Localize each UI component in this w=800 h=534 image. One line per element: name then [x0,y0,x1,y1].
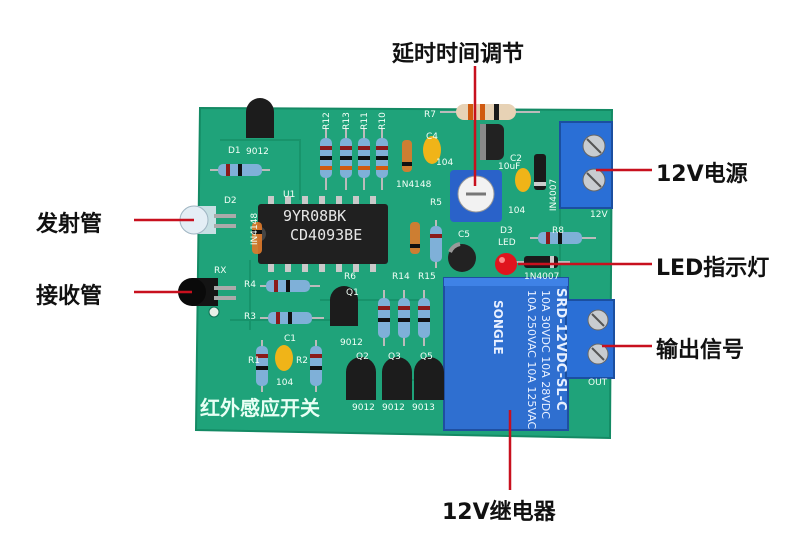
label-r6: R6 [344,272,356,282]
label-9012-c: 9012 [352,403,375,413]
resistor-group [210,128,596,392]
relay-rating-2: 10A 30VDC 10A 28VDC [539,290,552,419]
ic-marking-1: 9YR08BK [283,207,347,225]
cap-electrolytic-top [480,124,504,160]
label-r4: R4 [244,280,256,290]
label-in4007-a: IN4007 [549,178,560,212]
label-10uf: 10uF [498,162,521,172]
led-red [495,253,517,275]
label-r3: R3 [244,312,256,322]
relay-rating-1: 10A 250VAC 10A 125VAC [525,290,538,430]
label-r10: R10 [377,112,388,130]
callout-led-indicator: LED指示灯 [656,256,770,281]
label-9012-b: 9012 [340,338,363,348]
label-104-a: 104 [508,206,526,216]
label-12v: 12V [590,210,608,220]
label-r8: R8 [552,226,564,236]
label-104-c: 104 [276,378,294,388]
label-r13: R13 [341,112,352,130]
label-r12: R12 [321,112,332,130]
diode-in4148 [252,140,420,254]
cap-c1 [275,345,293,371]
label-q1: Q1 [346,288,359,298]
label-c4: C4 [426,132,439,142]
board-title: 红外感应开关 [200,396,320,420]
label-c5: C5 [458,230,471,240]
label-rx: RX [214,266,227,276]
terminal-output [565,299,615,379]
label-q2: Q2 [356,352,369,362]
ic-marking-2: CD4093BE [290,226,363,244]
label-r7: R7 [424,110,436,120]
label-d3: D3 [500,226,513,236]
label-led: LED [498,238,516,248]
relay-model: SRD-12VDC-SL-C [553,288,568,411]
label-out: OUT [588,378,608,388]
callout-power-12v: 12V电源 [656,162,748,187]
cap-electrolytic-c5 [448,242,476,272]
transistors [246,98,444,400]
label-r14: R14 [392,272,410,282]
ic-u1 [258,196,388,272]
leader-lines [134,66,652,490]
label-d1: D1 [228,146,241,156]
label-r5: R5 [430,198,442,208]
relay-brand: SONGLE [491,300,505,355]
label-r15: R15 [418,272,436,282]
label-u1: U1 [283,190,296,200]
label-9012-a: 9012 [246,147,269,157]
label-c2: C2 [510,154,523,164]
callout-delay-adjust: 延时时间调节 [392,42,525,67]
callout-output-signal: 输出信号 [656,338,745,363]
label-c1: C1 [284,334,297,344]
resistor-r7 [440,104,540,120]
label-in4148-b: IN4148 [250,212,261,246]
cap-c4 [423,136,441,164]
mount-hole [208,306,220,318]
label-9012-d: 9012 [382,403,405,413]
callout-emitter: 发射管 [36,212,103,237]
label-r11: R11 [359,112,370,130]
cap-c2 [515,168,531,192]
label-in4148-a: 1N4148 [396,180,432,190]
callout-relay-12v: 12V继电器 [442,500,556,525]
label-r2: R2 [296,356,308,366]
label-9013: 9013 [412,403,435,413]
potentiometer [450,170,502,222]
label-q5: Q5 [420,352,433,362]
label-in4007-b: 1N4007 [524,272,560,282]
relay-body [443,277,569,431]
callout-receiver: 接收管 [36,284,103,309]
label-q3: Q3 [388,352,401,362]
label-104-b: 104 [436,158,454,168]
terminal-power [559,121,613,209]
label-r1: R1 [248,356,260,366]
label-d2: D2 [224,196,237,206]
